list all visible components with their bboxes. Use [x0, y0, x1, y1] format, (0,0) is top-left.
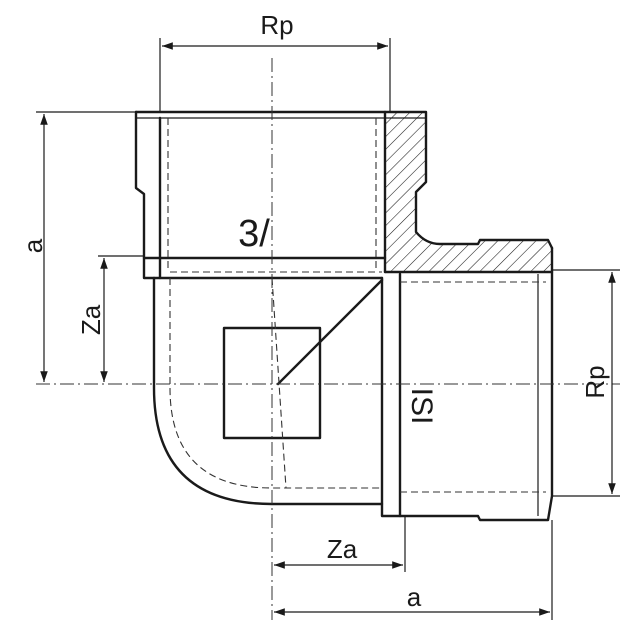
elbow-body [152, 276, 384, 506]
center-lines [36, 58, 620, 620]
size-mark: 3/ [238, 213, 270, 255]
a-bottom-label: a [407, 582, 422, 612]
dimension-lines [36, 38, 620, 620]
right-socket-outline [380, 246, 554, 522]
top-socket-outline [134, 110, 554, 280]
brand-mark: ISI [405, 388, 438, 425]
za-bottom-label: Za [327, 534, 358, 564]
rp-right-label: Rp [580, 365, 610, 398]
section-hatching [383, 110, 552, 274]
za-left-label: Za [76, 304, 106, 335]
rp-top-label: Rp [260, 10, 293, 40]
a-left-label: a [18, 238, 48, 253]
